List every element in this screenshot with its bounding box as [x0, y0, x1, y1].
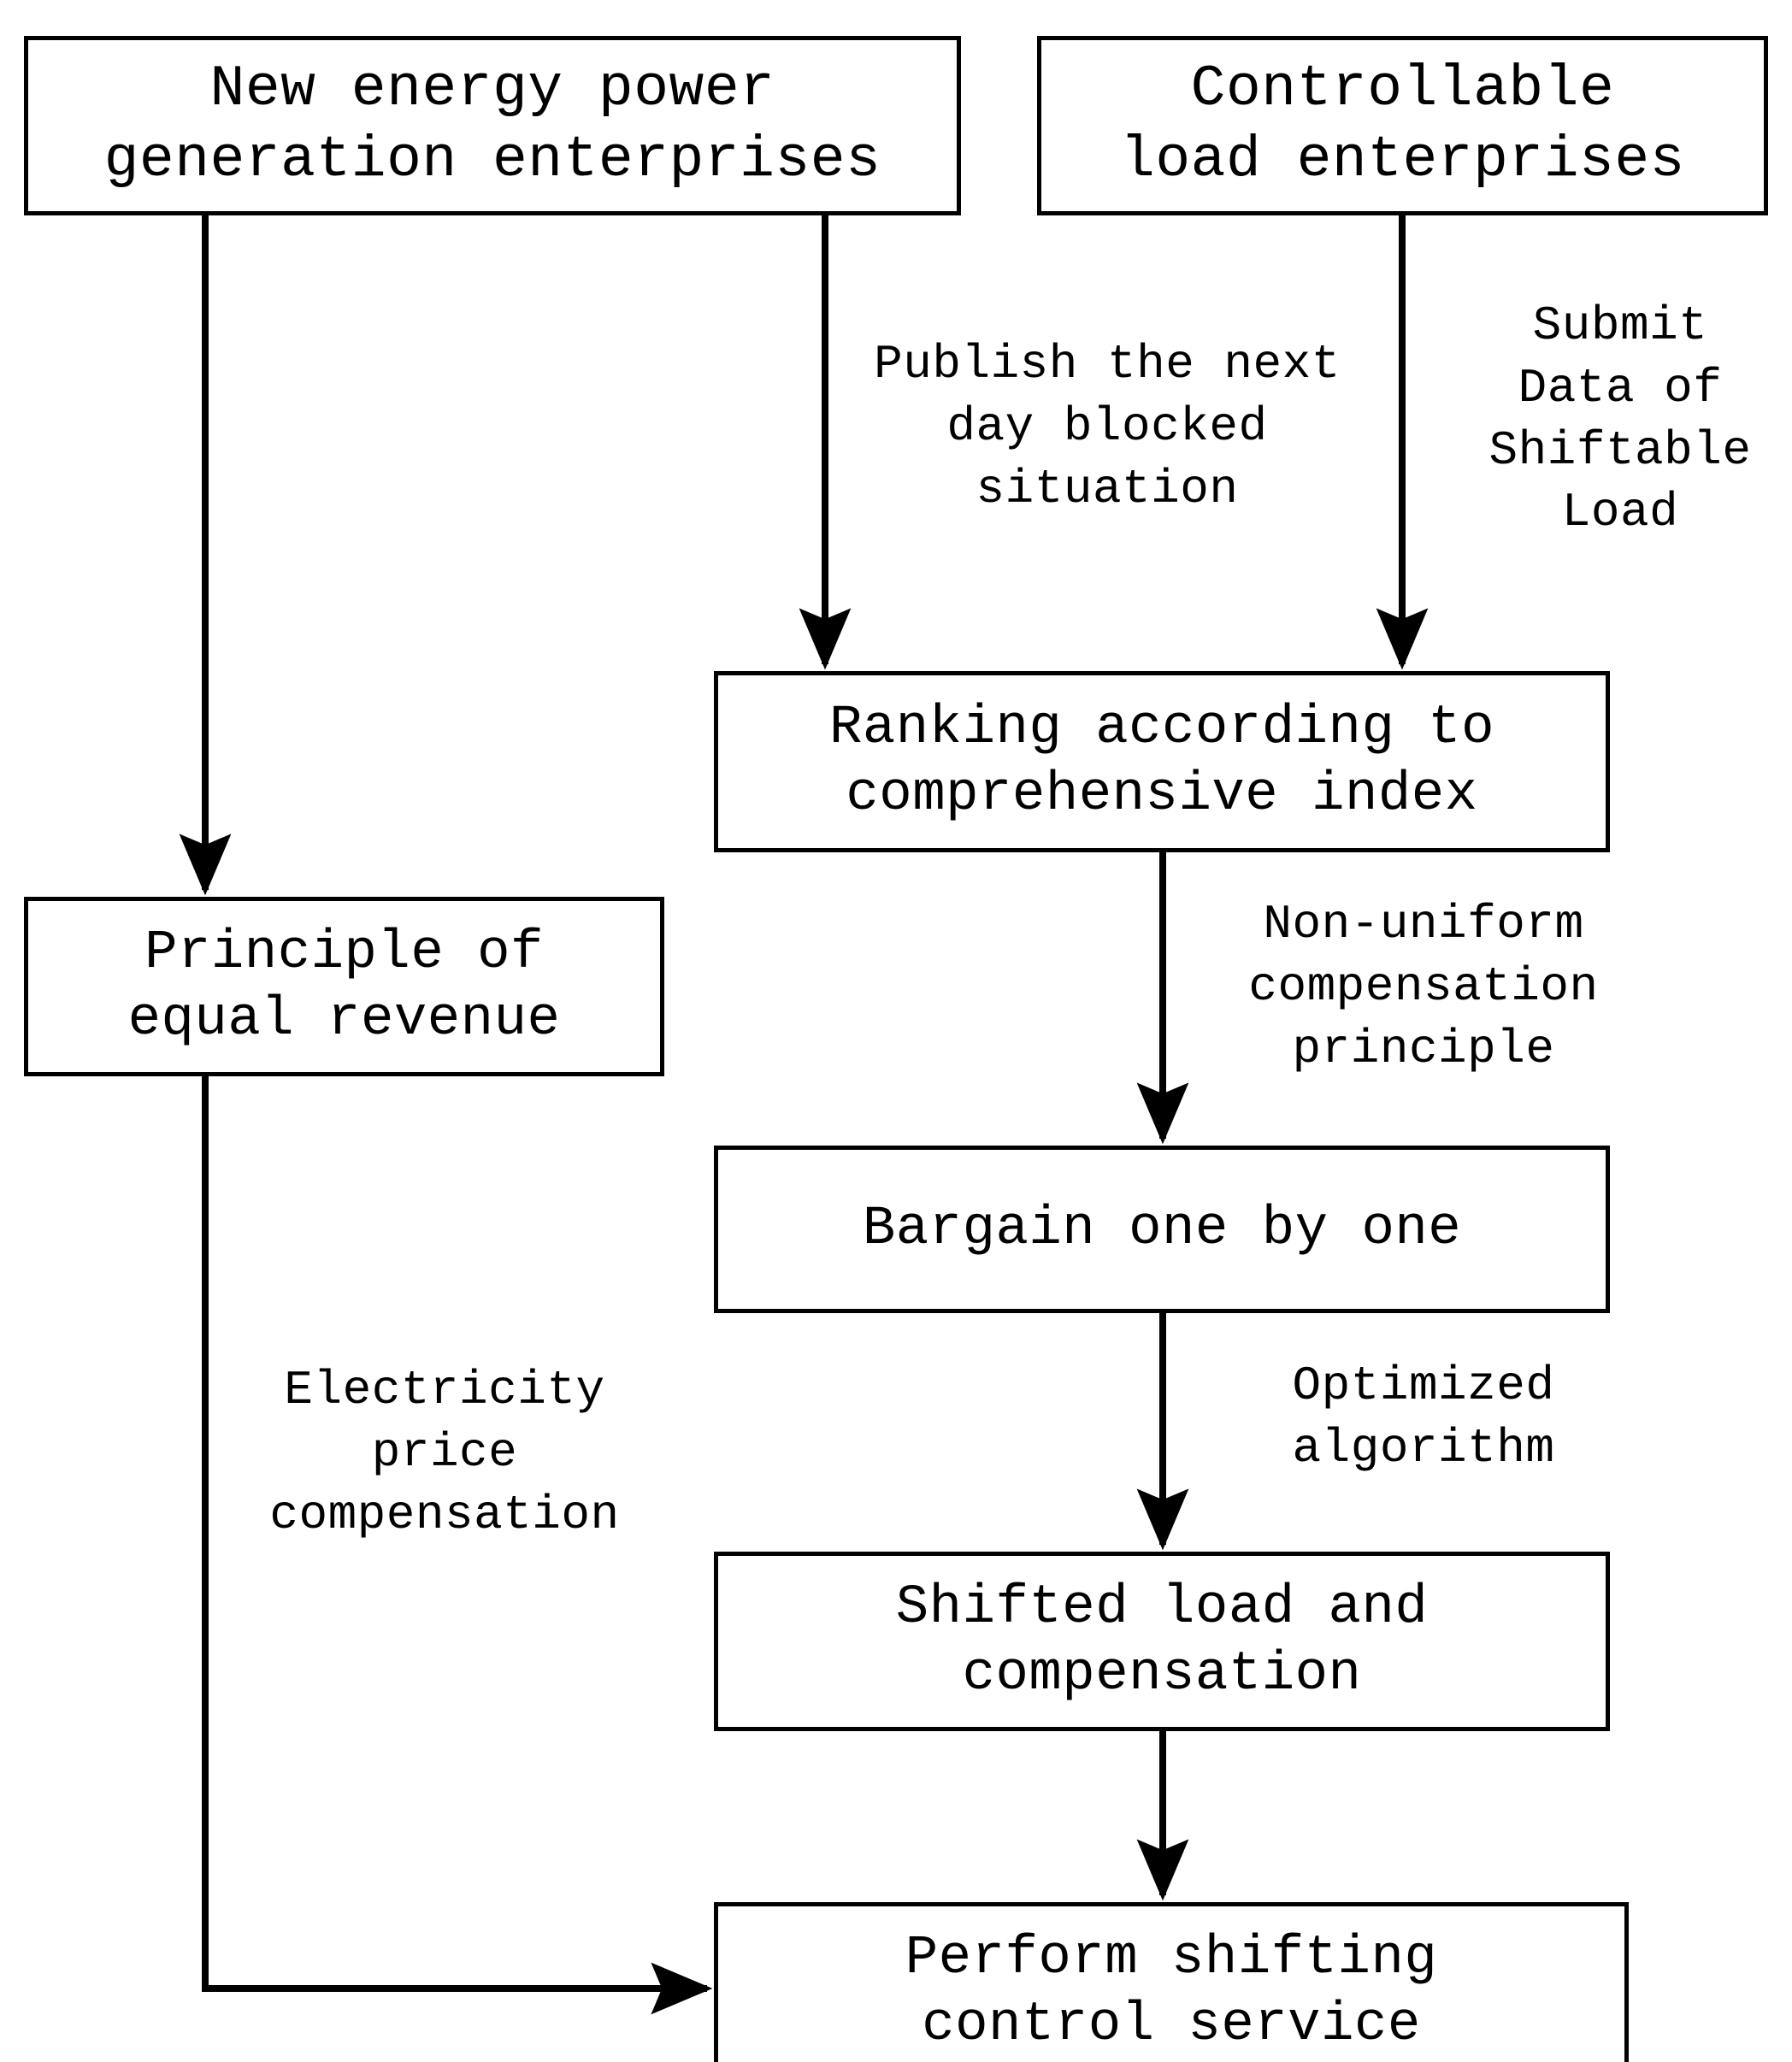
- node-new-energy-power-generation-enterprises[interactable]: New energy power generation enterprises: [24, 36, 961, 215]
- edge-label-electricity-price-compensation: Electricity price compensation: [269, 1363, 620, 1542]
- node-controllable-load-enterprises[interactable]: Controllable load enterprises: [1037, 36, 1768, 215]
- edge-label-optimized-algorithm: Optimized algorithm: [1292, 1358, 1555, 1476]
- node-shifted-load-and-compensation[interactable]: Shifted load and compensation: [714, 1552, 1610, 1731]
- node-principle-of-equal-revenue[interactable]: Principle of equal revenue: [24, 897, 664, 1076]
- edge-label-submit-data-of-shiftable-load: Submit Data of Shiftable Load: [1488, 298, 1752, 540]
- edge-label-non-uniform-compensation-principle: Non-uniform compensation principle: [1248, 897, 1599, 1076]
- node-bargain-one-by-one[interactable]: Bargain one by one: [714, 1146, 1610, 1313]
- node-ranking-according-to-comprehensive-index[interactable]: Ranking according to comprehensive index: [714, 671, 1610, 852]
- edge-principle-to-perform: [202, 1076, 713, 2015]
- node-perform-shifting-control-service[interactable]: Perform shifting control service: [714, 1902, 1629, 2062]
- edge-label-publish-next-day-blocked-situation: Publish the next day blocked situation: [874, 337, 1341, 516]
